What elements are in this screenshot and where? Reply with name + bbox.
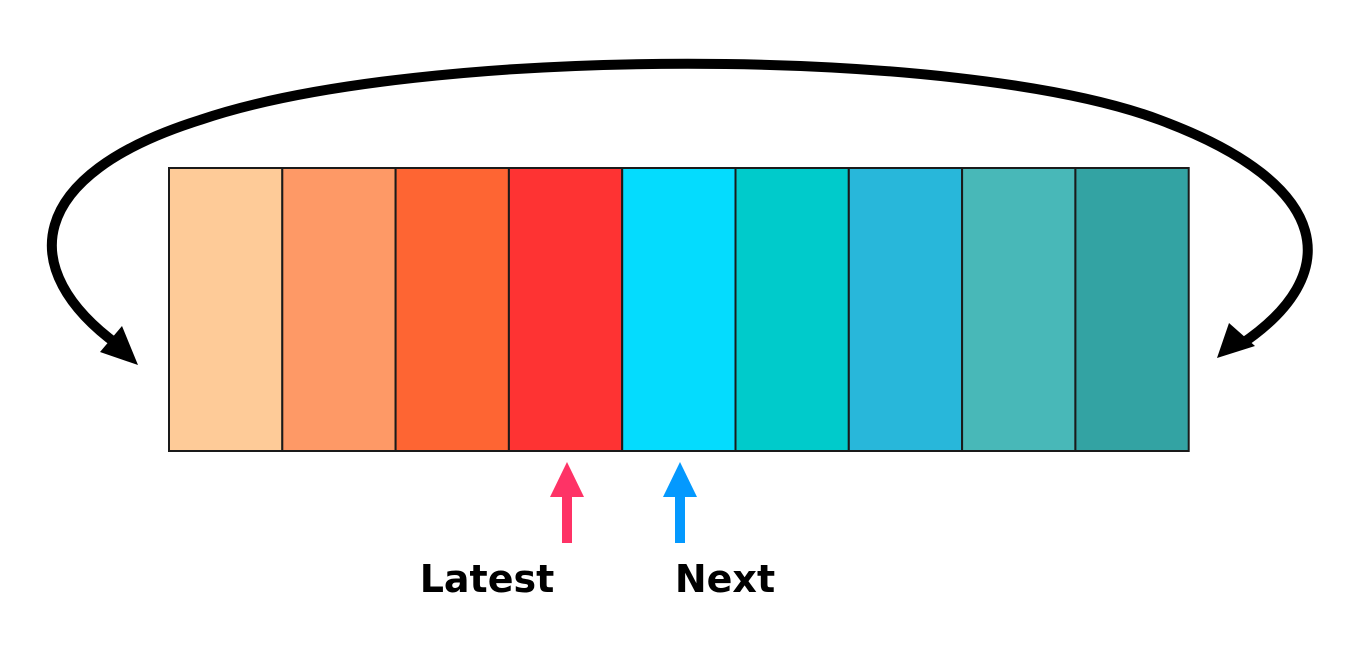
next-pointer: Next	[663, 462, 775, 601]
buffer-slot	[394, 167, 510, 452]
buffer-slot	[507, 167, 624, 452]
buffer-slots	[168, 167, 1190, 452]
buffer-slot	[847, 167, 964, 452]
wraparound-arc	[46, 58, 1313, 350]
latest-pointer-arrow-icon	[550, 462, 584, 497]
buffer-slot	[621, 167, 737, 452]
buffer-slot	[734, 167, 850, 452]
next-pointer-arrow-icon	[663, 462, 697, 497]
buffer-slot	[961, 167, 1077, 452]
next-label: Next	[675, 557, 775, 601]
latest-pointer-shaft	[562, 495, 572, 543]
latest-label: Latest	[420, 557, 555, 601]
left-arrowhead-icon	[100, 326, 138, 365]
buffer-slot	[1074, 167, 1190, 452]
buffer-slot	[168, 167, 284, 452]
right-arrowhead-icon	[1217, 323, 1255, 358]
next-pointer-shaft	[675, 495, 685, 543]
buffer-slot	[281, 167, 397, 452]
latest-pointer: Latest	[420, 462, 584, 601]
